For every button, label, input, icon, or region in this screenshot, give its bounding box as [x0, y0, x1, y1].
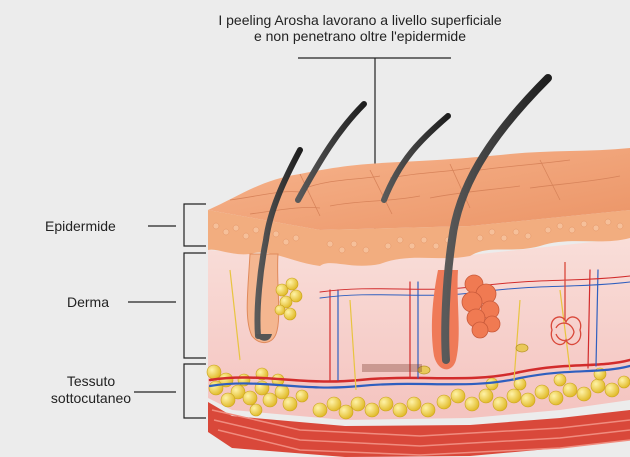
- bracket-dermis: [128, 253, 206, 358]
- shadow: [362, 364, 422, 372]
- bracket-epidermis: [148, 204, 206, 246]
- bracket-subcutis: [134, 364, 206, 418]
